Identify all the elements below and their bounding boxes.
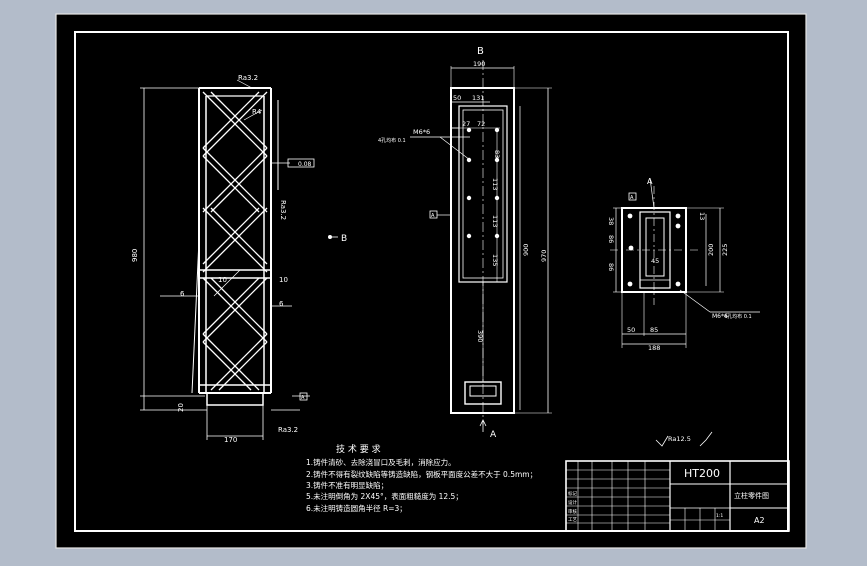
m6-label-section: M6*6 xyxy=(712,313,728,320)
dim-13: 13 xyxy=(698,212,706,220)
dim-6-right: 6 xyxy=(279,300,284,308)
dim-38: 38 xyxy=(607,217,615,225)
dim-72: 72 xyxy=(477,120,485,128)
part-name: 立柱零件图 xyxy=(734,491,769,500)
datum-b-marker: B xyxy=(328,234,347,244)
dim-27: 27 xyxy=(462,120,470,128)
tech-item-5: 6.未注明铸造圆角半径 R=3； xyxy=(306,503,407,513)
dim-131: 131 xyxy=(472,94,484,102)
callout-section: 4孔均布 0.1 xyxy=(724,313,752,320)
section-view-holes xyxy=(627,213,681,287)
side-view-labels: B 190 50 131 27 72 83 113 113 135 900 97… xyxy=(378,46,548,440)
ra-bottom-label: Ra3.2 xyxy=(278,426,298,434)
section-view-labels: A 38 86 86 13 200 225 45 50 85 188 M6*6 … xyxy=(607,177,752,352)
dim-135: 135 xyxy=(491,254,499,266)
dim-6-left: 6 xyxy=(180,290,185,298)
tech-title: 技 术 要 求 xyxy=(336,443,381,455)
dim-390: 390 xyxy=(476,330,484,342)
dim-970: 970 xyxy=(540,250,548,262)
drawing-sheet xyxy=(55,13,807,549)
dim-10-b: 10 xyxy=(279,276,288,284)
section-a-bottom: A xyxy=(490,430,497,440)
row-label-3: 审核 xyxy=(568,508,577,515)
row-label-4: 工艺 xyxy=(568,517,577,523)
dim-50-side: 50 xyxy=(453,94,461,102)
scale-label: 1:1 xyxy=(716,513,723,519)
dim-188: 188 xyxy=(648,344,660,352)
dim-86-b: 86 xyxy=(607,263,615,271)
tech-item-2: 2.铸件不得有裂纹缺陷等铸造缺陷，钢板平面度公差不大于 0.5mm； xyxy=(306,469,537,479)
side-view xyxy=(410,60,552,425)
dim-113-b: 113 xyxy=(491,215,499,227)
tech-item-3: 3.铸件不准有明显缺陷； xyxy=(306,480,388,490)
dim-83: 83 xyxy=(493,150,501,158)
dim-10-a: 10 xyxy=(218,276,227,284)
material-label: HT200 xyxy=(684,467,720,480)
row-label-1: 标记 xyxy=(568,490,577,497)
title-block-text: HT200 立柱零件图 A2 标记 设计 审核 工艺 1:1 xyxy=(568,467,769,525)
sheet-size: A2 xyxy=(754,516,765,525)
ra-side-label: Ra3.2 xyxy=(279,200,287,220)
section-a-right: A xyxy=(647,177,653,186)
datum-a-section-box: A xyxy=(628,192,637,201)
dim-170: 170 xyxy=(224,436,237,444)
section-b-top: B xyxy=(477,46,484,57)
roughness-note: Ra12.5 xyxy=(668,435,691,443)
front-view-labels: Ra3.2 Ra3.2 Ra3.2 R4 980 170 20 6 6 10 1… xyxy=(131,74,298,444)
callout-side: 4孔均布 0.1 xyxy=(378,137,406,144)
dim-50-section: 50 xyxy=(627,326,635,334)
dim-980: 980 xyxy=(131,249,139,262)
svg-text:A: A xyxy=(431,213,435,219)
dim-113-a: 113 xyxy=(491,178,499,190)
section-a-arrow xyxy=(479,419,487,432)
m6-label-side: M6*6 xyxy=(413,128,430,136)
dim-86-a: 86 xyxy=(607,235,615,243)
dim-20: 20 xyxy=(177,403,185,412)
title-block xyxy=(565,460,790,532)
dim-45: 45 xyxy=(651,257,659,265)
datum-a-side-box: A xyxy=(429,210,438,219)
dim-225: 225 xyxy=(721,244,729,256)
general-roughness: Ra12.5 xyxy=(655,431,713,447)
tech-item-1: 1.铸件清砂、去除浇冒口及毛刺，消除应力。 xyxy=(306,457,456,467)
dim-190: 190 xyxy=(473,60,485,68)
r4-label: R4 xyxy=(252,108,262,116)
tech-requirements: 技 术 要 求 1.铸件清砂、去除浇冒口及毛刺，消除应力。 2.铸件不得有裂纹缺… xyxy=(306,443,537,513)
flatness-tolerance-box: 0.08 xyxy=(287,158,315,168)
front-view xyxy=(140,79,310,440)
section-b-label: B xyxy=(341,234,347,244)
drawing-frame xyxy=(74,31,789,532)
side-view-holes xyxy=(466,127,500,239)
svg-text:A: A xyxy=(301,395,305,401)
dim-900: 900 xyxy=(522,244,530,256)
dim-85: 85 xyxy=(650,326,658,334)
tol-value: 0.08 xyxy=(298,161,312,168)
row-label-2: 设计 xyxy=(568,499,577,506)
svg-text:A: A xyxy=(630,195,634,201)
tech-item-4: 5.未注明倒角为 2X45°，表面粗糙度为 12.5； xyxy=(306,491,463,501)
datum-a-marker-left: A xyxy=(299,392,308,401)
section-view xyxy=(610,177,760,348)
dim-200: 200 xyxy=(707,244,715,256)
ra-top-label: Ra3.2 xyxy=(238,74,258,82)
